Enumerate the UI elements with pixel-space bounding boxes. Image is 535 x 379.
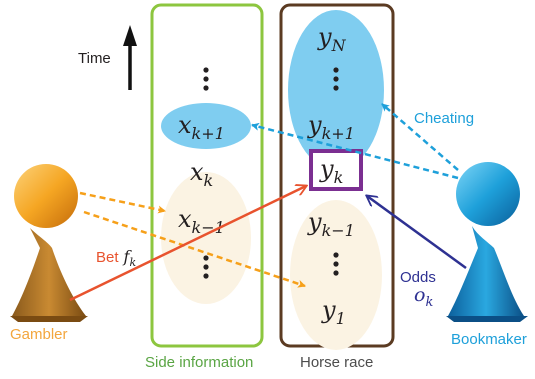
time-label: Time [78,50,111,67]
time-indicator: Time [78,25,137,90]
side-info-lower-dots-icon [203,255,209,279]
side-info-upper-dots-icon [203,67,209,91]
cheating-to-future-side-info-arrow [251,122,459,180]
gambler-to-past-outcome-arrow [83,210,306,288]
odds-symbol: ok [414,284,433,310]
cheating-label: Cheating [414,110,474,127]
horse-race-y-1: y1 [321,296,346,328]
cheating-to-future-outcome-arrow [381,103,459,171]
side-info-x-k-minus-1: xk−1 [178,205,225,237]
bookmaker-pawn-icon [446,162,528,322]
horse-race-y-k-minus-1: yk−1 [307,208,355,240]
horse-race-y-k: yk [319,155,343,187]
gambler-pawn-icon [10,164,88,322]
side-info-x-k-plus-1: xk+1 [178,111,225,143]
gambler-to-side-info-arrow [79,191,166,214]
side-information-frame [150,3,264,348]
odds-label: Odds [400,269,436,286]
side-information-caption: Side information [145,354,253,371]
past-side-info-ellipse [161,172,251,304]
bookmaker-label: Bookmaker [451,331,527,348]
bet-arrow [69,186,306,302]
odds-arrow [367,196,467,270]
horse-race-upper-dots-icon [333,67,339,91]
future-side-info-ellipse [161,103,251,149]
time-arrow-head-icon [123,25,137,46]
horse-race-y-k-plus-1: yk+1 [307,111,355,143]
gambler-label: Gambler [10,326,68,343]
horse-race-lower-dots-icon [333,252,339,276]
side-info-x-k: xk [190,158,213,190]
horse-race-y-N: yN [317,23,347,55]
current-outcome-box [309,149,363,191]
horse-race-caption: Horse race [300,354,373,371]
